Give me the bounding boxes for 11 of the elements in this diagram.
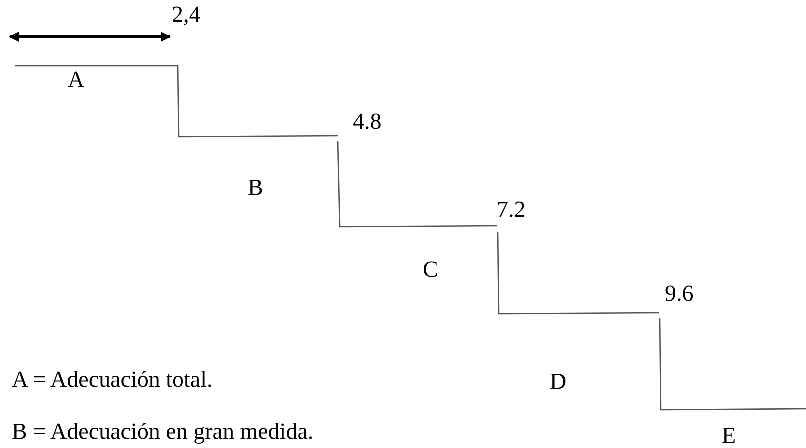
step-letter: A xyxy=(68,68,85,91)
step-value: 7.2 xyxy=(497,198,526,221)
step-letter: C xyxy=(423,258,438,281)
legend-text: B = Adecuación en gran medida. xyxy=(12,420,314,443)
step-value: 4.8 xyxy=(353,110,382,133)
legend-text: A = Adecuación total. xyxy=(12,368,213,391)
dimension-value: 2,4 xyxy=(172,3,201,26)
step-letter: D xyxy=(550,370,567,393)
step-letter: E xyxy=(722,424,736,447)
step-letter: B xyxy=(248,176,264,199)
step-value: 9.6 xyxy=(665,282,694,305)
